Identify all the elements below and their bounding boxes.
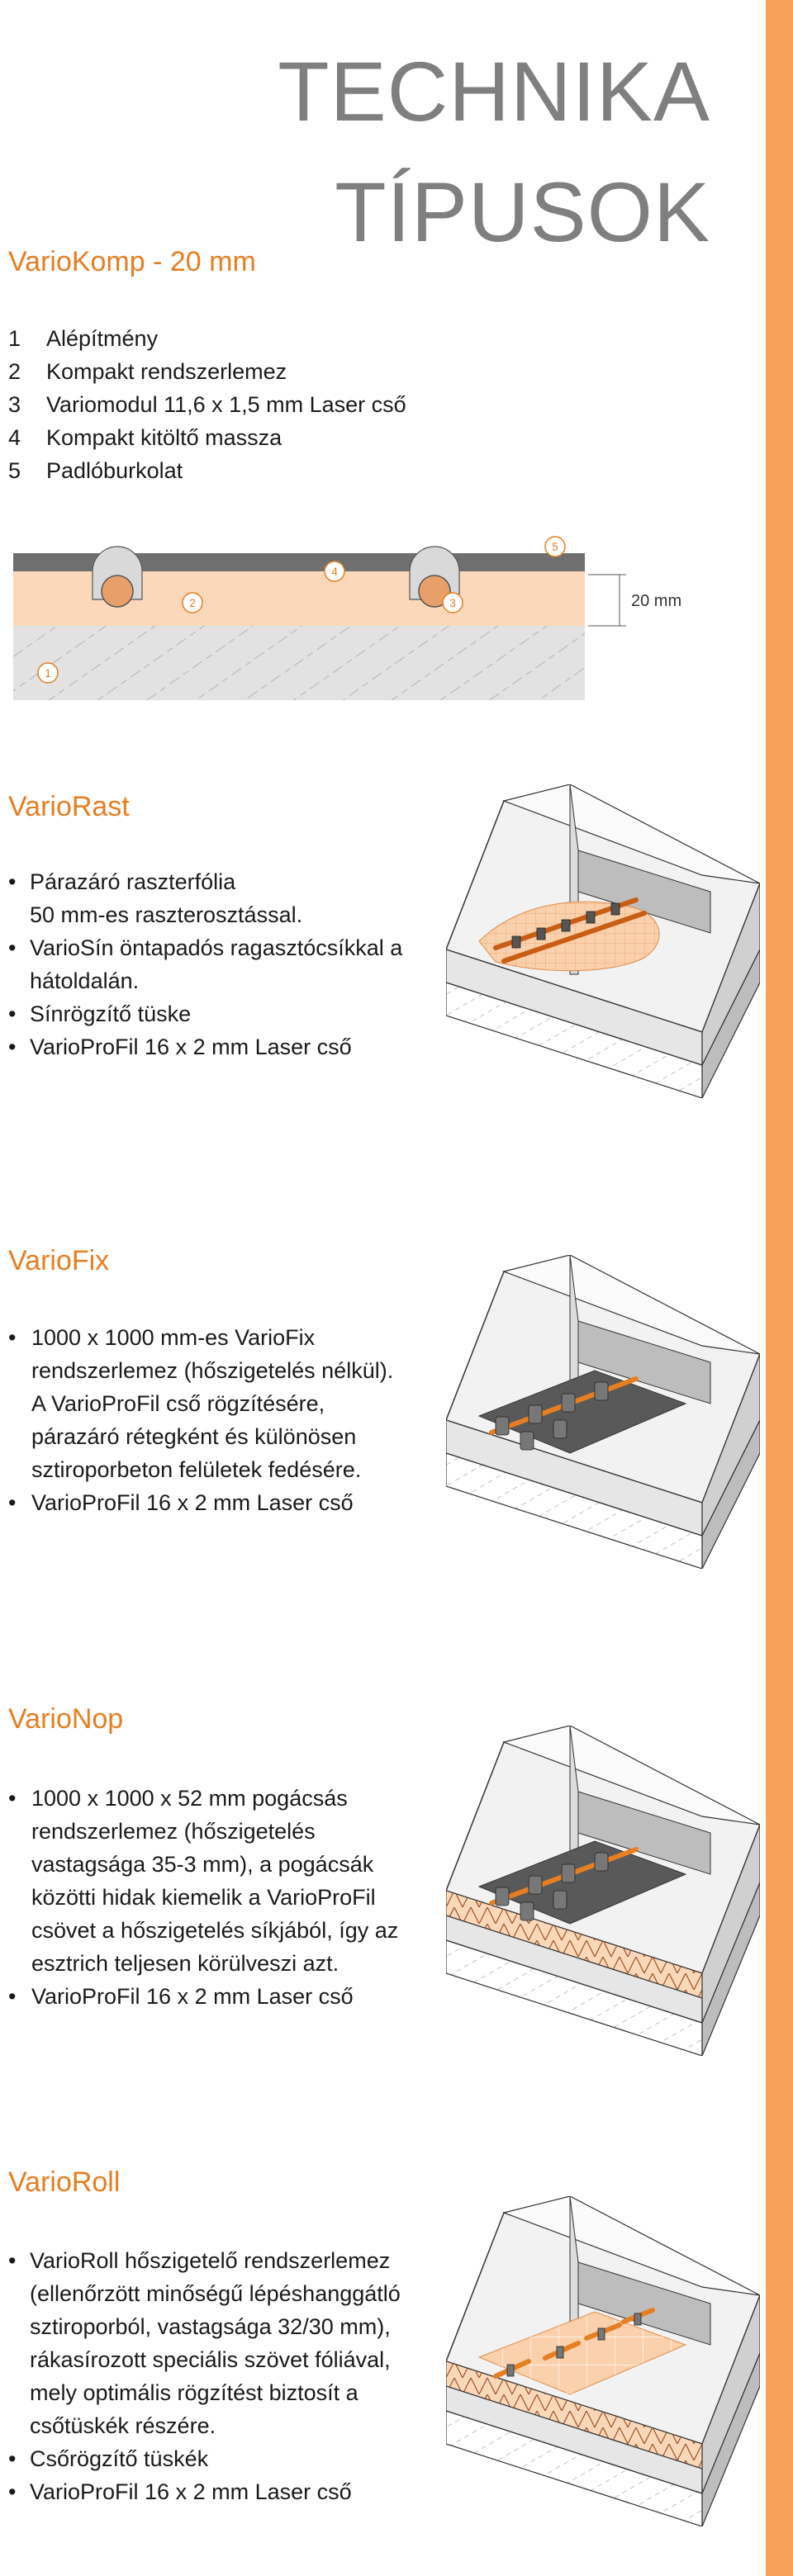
marker-3: 3 — [449, 596, 456, 609]
varionop-heading: VarioNop — [8, 1703, 124, 1735]
pipe-icon — [101, 575, 134, 608]
marker-2: 2 — [189, 596, 196, 609]
list-item: VarioProFil 16 x 2 mm Laser cső — [8, 1980, 446, 2013]
variofix-bullet-list: 1000 x 1000 mm-es VarioFix rendszerlemez… — [8, 1321, 446, 1519]
variorast-isometric-diagram — [446, 784, 760, 1098]
varionop-isometric-diagram — [446, 1726, 760, 2056]
varioroll-heading: VarioRoll — [8, 2166, 121, 2198]
variokomp-cross-section-diagram: 1 2 3 4 5 20 mm — [13, 536, 681, 700]
dimension-label: 20 mm — [631, 592, 681, 610]
list-item: VarioProFil 16 x 2 mm Laser cső — [8, 1486, 446, 1519]
marker-4: 4 — [331, 565, 338, 578]
list-item: Párazáró raszterfólia 50 mm-es raszteros… — [8, 865, 438, 931]
list-item: Csőrögzítő tüskék — [8, 2442, 454, 2475]
variorast-heading: VarioRast — [8, 791, 130, 822]
list-item: 1000 x 1000 mm-es VarioFix rendszerlemez… — [8, 1321, 446, 1486]
list-item: VarioProFil 16 x 2 mm Laser cső — [8, 1030, 438, 1063]
list-item: Sínrögzítő tüske — [8, 997, 438, 1030]
list-item: 1000 x 1000 x 52 mm pogácsás rendszerlem… — [8, 1782, 446, 1980]
marker-5: 5 — [552, 540, 558, 553]
orange-side-bar — [766, 0, 793, 2576]
variofix-isometric-diagram — [446, 1255, 760, 1569]
varioroll-bullet-list: VarioRoll hőszigetelő rendszerlemez (ell… — [8, 2244, 454, 2508]
varioroll-isometric-diagram — [446, 2196, 760, 2526]
page-title-line1: TECHNIKA — [278, 45, 710, 139]
list-item: VarioRoll hőszigetelő rendszerlemez (ell… — [8, 2244, 454, 2442]
variokomp-heading: VarioKomp - 20 mm — [8, 246, 256, 277]
list-item: VarioSín öntapadós ragasztócsíkkal a hát… — [8, 931, 438, 997]
variofix-heading: VarioFix — [8, 1245, 110, 1276]
variorast-bullet-list: Párazáró raszterfólia 50 mm-es raszteros… — [8, 865, 438, 1063]
list-item: VarioProFil 16 x 2 mm Laser cső — [8, 2475, 454, 2508]
page-title-line2: TÍPUSOK — [335, 165, 710, 259]
marker-1: 1 — [45, 666, 51, 680]
varionop-bullet-list: 1000 x 1000 x 52 mm pogácsás rendszerlem… — [8, 1782, 446, 2013]
pipe-icon — [418, 575, 451, 608]
